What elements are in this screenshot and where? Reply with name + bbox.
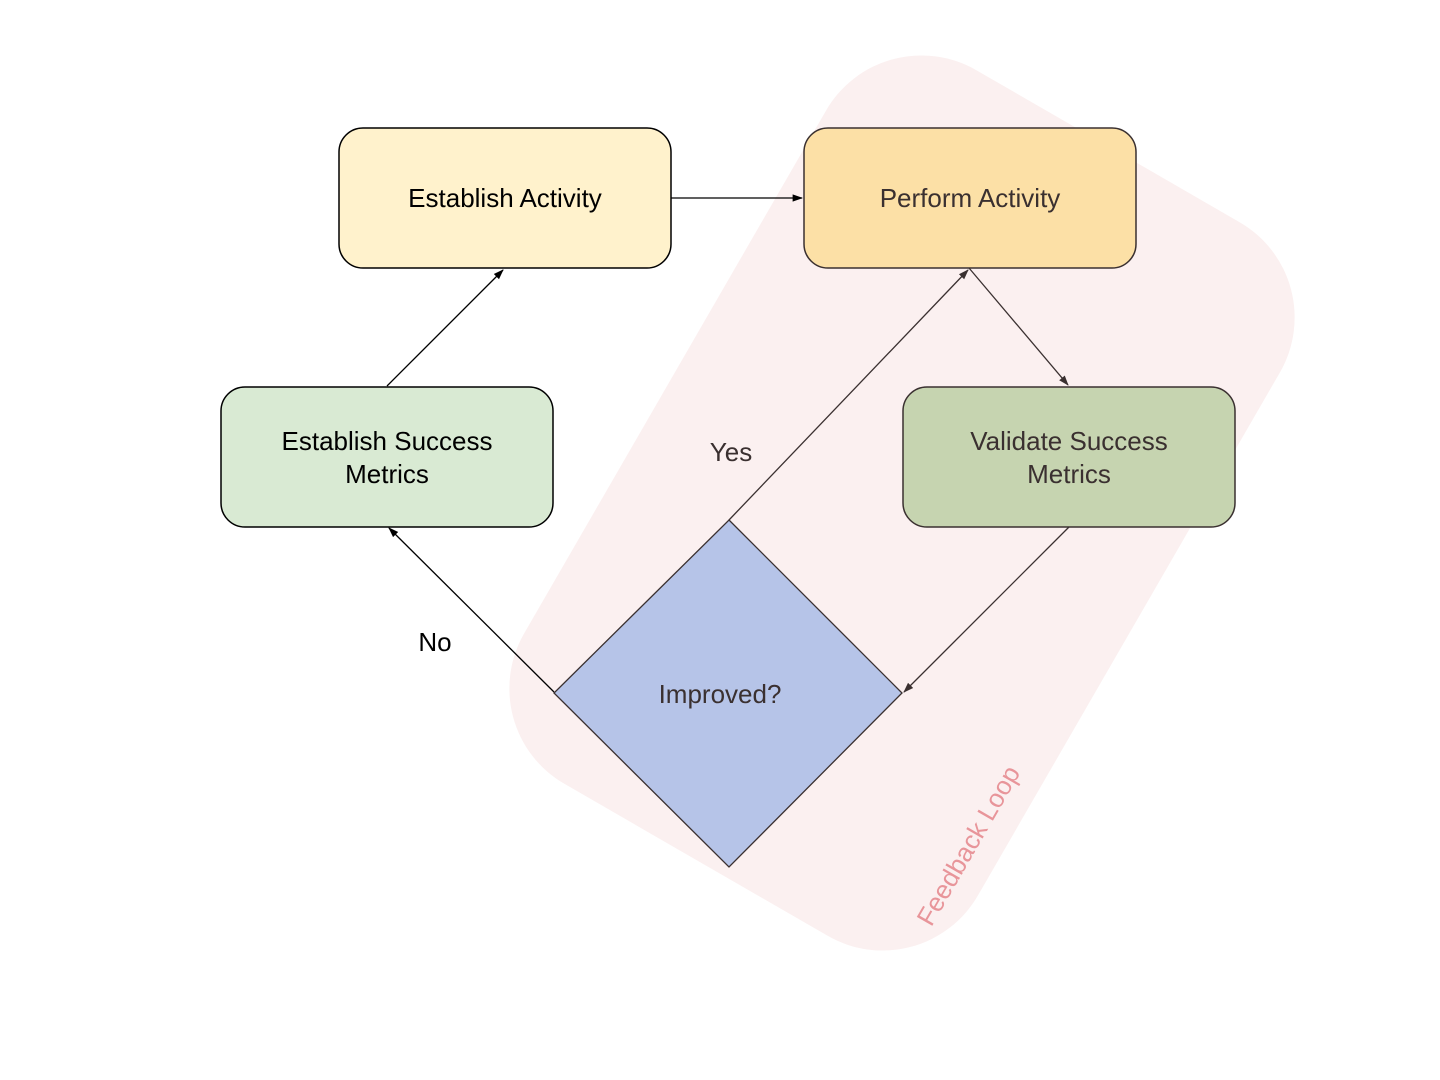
node-label: Establish Activity [408,183,602,213]
edge-perform-activity-to-validate [968,267,1069,386]
edge-improved-to-establish-success-metrics-no [388,527,555,693]
edge-improved-to-perform-activity-yes [728,269,969,521]
node-establish-success-metrics[interactable]: Establish Success Metrics [220,386,554,528]
node-label-line-2: Metrics [345,459,429,489]
node-validate-success-metrics[interactable]: Validate Success Metrics [902,386,1236,528]
node-label-line-1: Validate Success [970,426,1168,456]
edge-establish-success-metrics-to-establish-activity [386,269,504,387]
node-establish-activity[interactable]: Establish Activity [338,127,672,269]
edge-validate-to-improved [903,526,1070,693]
edge-label-no: No [418,627,451,657]
edge-label-yes: Yes [710,437,752,467]
node-improved-decision[interactable]: Improved? [553,519,903,868]
node-label-line-2: Metrics [1027,459,1111,489]
node-label: Perform Activity [880,183,1061,213]
edges [386,194,1070,693]
decision-label: Improved? [659,679,782,709]
node-perform-activity[interactable]: Perform Activity [803,127,1137,269]
node-label-line-1: Establish Success [282,426,493,456]
